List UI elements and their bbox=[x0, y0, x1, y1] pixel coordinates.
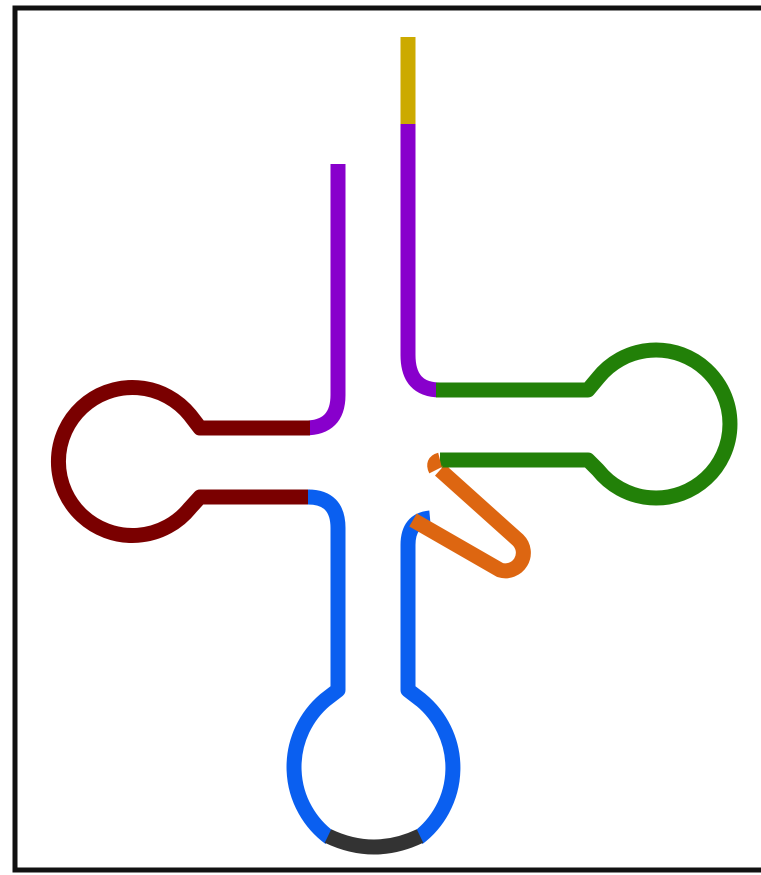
d-arm bbox=[58, 388, 310, 536]
anticodon-stem-left bbox=[294, 497, 338, 838]
t-arm-junction bbox=[435, 460, 440, 470]
acceptor-stem-3prime-strand bbox=[408, 124, 440, 390]
acceptor-stem-5prime-strand bbox=[305, 164, 338, 428]
t-arm bbox=[436, 350, 730, 498]
anticodon bbox=[328, 836, 420, 847]
frame-border bbox=[15, 8, 761, 870]
anticodon-stem-right bbox=[408, 518, 453, 838]
